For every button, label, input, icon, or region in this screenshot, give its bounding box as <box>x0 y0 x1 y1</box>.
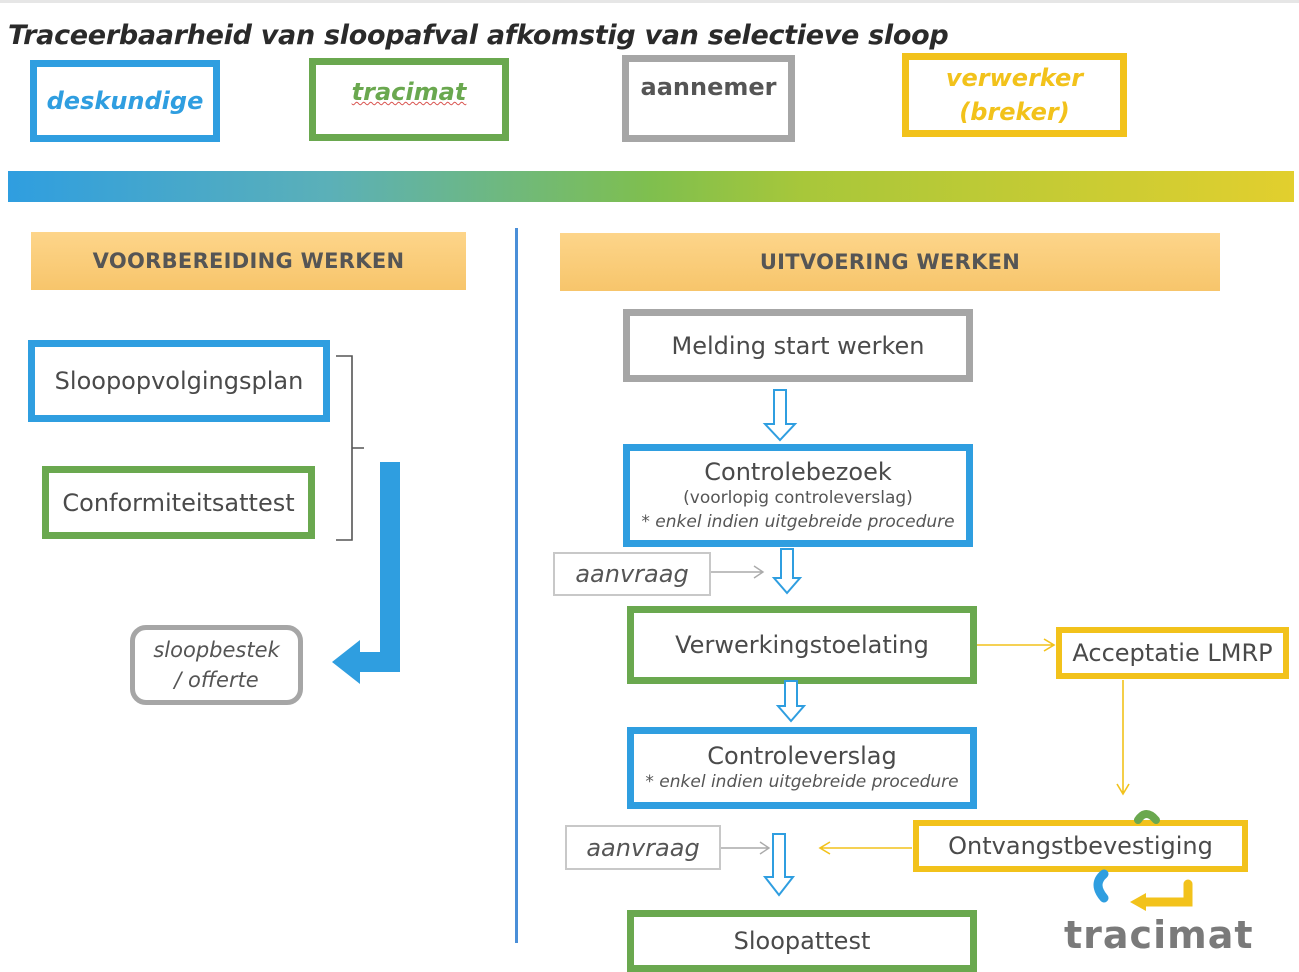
aanvraag-label-1: aanvraag <box>575 560 689 588</box>
controlebezoek-label: Controlebezoek <box>704 457 892 486</box>
down-arrow-4 <box>762 833 796 897</box>
acceptatie-down-arrow <box>1116 680 1130 796</box>
aanvraag-label-2: aanvraag <box>586 833 700 862</box>
aanvraag-arrow-1 <box>711 565 765 579</box>
diagram-title: Traceerbaarheid van sloopafval afkomstig… <box>8 20 949 51</box>
down-arrow-1 <box>762 389 798 442</box>
controleverslag-label: Controleverslag <box>707 742 897 770</box>
ontvangstbevestiging-box: Ontvangstbevestiging <box>913 820 1248 872</box>
sloopbestek-offerte-box: sloopbestek / offerte <box>130 625 303 705</box>
legend-tracimat: tracimat <box>309 58 509 141</box>
to-acceptatie-arrow <box>977 638 1056 652</box>
down-arrow-2 <box>771 548 803 595</box>
legend-verwerker: verwerker (breker) <box>902 53 1127 137</box>
legend-aannemer-label: aannemer <box>640 73 777 101</box>
sloopattest-label: Sloopattest <box>733 927 871 955</box>
melding-start-werken-box: Melding start werken <box>623 309 973 382</box>
verwerkingstoelating-box: Verwerkingstoelating <box>627 606 977 684</box>
conformiteitsattest-label: Conformiteitsattest <box>62 488 295 517</box>
offerte-line1: sloopbestek <box>153 638 280 662</box>
aanvraag-box-1: aanvraag <box>553 552 711 596</box>
legend-deskundige-label: deskundige <box>46 87 204 115</box>
down-arrow-3 <box>775 680 807 723</box>
controlebezoek-box: Controlebezoek (voorlopig controleversla… <box>623 444 973 547</box>
legend-verwerker-label-line2: (breker) <box>959 98 1070 126</box>
phase-uitvoering: UITVOERING WERKEN <box>560 233 1220 291</box>
controleverslag-box: Controleverslag * enkel indien uitgebrei… <box>627 727 977 809</box>
legend-deskundige: deskundige <box>30 60 220 142</box>
aanvraag-box-2: aanvraag <box>565 825 721 870</box>
acceptatie-label: Acceptatie LMRP <box>1072 639 1273 667</box>
phase-divider <box>515 228 518 943</box>
acceptatie-lmrp-box: Acceptatie LMRP <box>1056 627 1289 679</box>
legend-aannemer: aannemer <box>622 55 795 142</box>
top-border <box>0 0 1299 3</box>
sloopopvolgingsplan-label: Sloopopvolgingsplan <box>54 367 304 395</box>
tracimat-logo: tracimat <box>1064 913 1254 957</box>
tracimat-logo-mark <box>1093 810 1193 911</box>
legend-verwerker-label-line1: verwerker <box>945 64 1084 92</box>
ontvangstbevestiging-label: Ontvangstbevestiging <box>948 832 1213 860</box>
ontvangst-left-arrow <box>818 841 912 855</box>
offerte-line2: / offerte <box>174 668 259 692</box>
controlebezoek-note: * enkel indien uitgebreide procedure <box>641 511 955 532</box>
controleverslag-note: * enkel indien uitgebreide procedure <box>645 772 959 792</box>
left-bracket <box>336 355 364 541</box>
controlebezoek-sub: (voorlopig controleverslag) <box>683 487 913 508</box>
phase-voorbereiding: VOORBEREIDING WERKEN <box>31 232 466 290</box>
aanvraag-arrow-2 <box>721 841 771 855</box>
sloopopvolgingsplan-box: Sloopopvolgingsplan <box>28 340 330 422</box>
conformiteitsattest-box: Conformiteitsattest <box>42 466 315 539</box>
gradient-bar <box>8 171 1294 202</box>
legend-tracimat-label: tracimat <box>351 78 467 106</box>
melding-label: Melding start werken <box>671 331 925 360</box>
blue-l-arrow <box>332 462 400 684</box>
verwerkingstoelating-label: Verwerkingstoelating <box>675 631 929 659</box>
